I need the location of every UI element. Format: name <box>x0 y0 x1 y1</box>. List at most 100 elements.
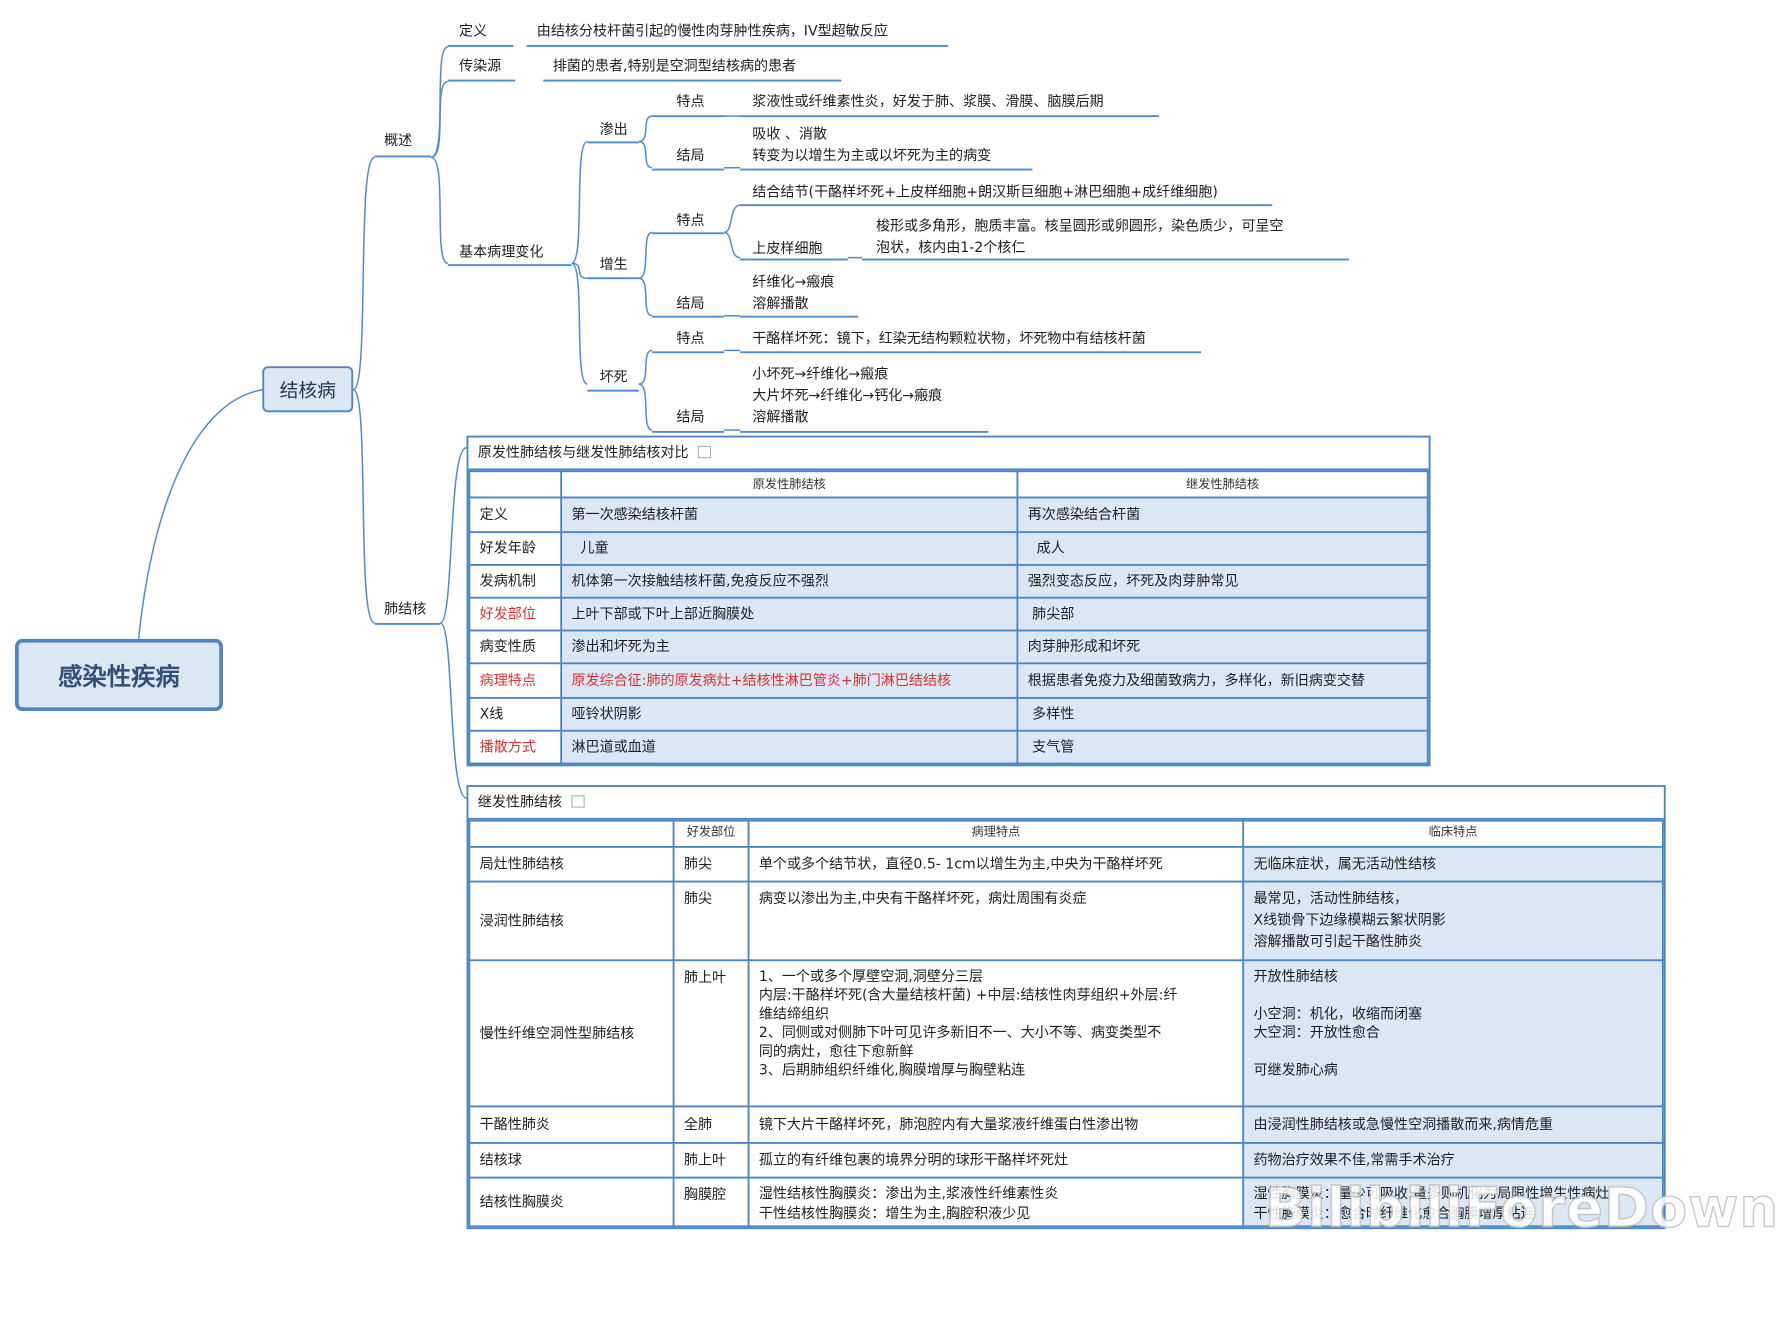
pathology-cell: 病变以渗出为主,中央有干酪样坏死，病灶周围有炎症 <box>747 880 1245 962</box>
lung-tb-underline <box>374 622 441 625</box>
proliferation-node[interactable]: 增生 <box>599 255 628 273</box>
watermark: BilibiliForeDown <box>1264 1175 1779 1240</box>
site-cell: 胸膜腔 <box>672 1176 750 1228</box>
proliferation-feature-text-underline <box>740 204 1273 207</box>
secondary-cell: 多样性 <box>1016 697 1429 732</box>
epithelioid-text: 梭形或多角形，胞质丰富。核呈圆形或卵圆形，染色质少，可呈空 泡状，核内由1-2个… <box>875 217 1284 256</box>
clinical-cell: 湿性胸膜炎：量少可吸收;量多则机化为局限性增生性病灶 干性胸膜炎：愈合时纤维化愈… <box>1242 1176 1664 1228</box>
table-row: 结核性胸膜炎胸膜腔湿性结核性胸膜炎：渗出为主,浆液性纤维素性炎 干性结核性胸膜炎… <box>468 1176 1664 1228</box>
source-label[interactable]: 传染源 <box>459 57 502 75</box>
necrosis-outcome-underline <box>652 430 725 433</box>
proliferation-outcome-underline <box>652 315 725 318</box>
proliferation-outcome-text-underline <box>740 315 859 318</box>
table-row: 好发部位上叶下部或下叶上部近胸膜处 肺尖部 <box>468 596 1429 632</box>
overview-underline <box>374 155 431 158</box>
proliferation-feature-underline <box>652 232 725 235</box>
necrosis-feature-text: 干酪样坏死：镜下，红染无结构颗粒状物，坏死物中有结核杆菌 <box>752 329 1146 347</box>
clinical-cell: 最常见，活动性肺结核， X线锁骨下边缘模糊云絮状阴影 溶解播散可引起干酪性肺炎 <box>1242 880 1664 962</box>
basic-changes-node[interactable]: 基本病理变化 <box>459 243 544 261</box>
pathology-cell: 单个或多个结节状，直径0.5- 1cm以增生为主,中央为干酪样坏死 <box>747 845 1245 883</box>
clinical-cell: 由浸润性肺结核或急慢性空洞播散而来,病情危重 <box>1242 1105 1664 1144</box>
definition-label[interactable]: 定义 <box>459 22 488 40</box>
source-text: 排菌的患者,特别是空洞型结核病的患者 <box>552 57 797 75</box>
comparison-table-title: 原发性肺结核与继发性肺结核对比 <box>477 444 689 461</box>
column-header <box>468 470 563 499</box>
table-toggle-icon[interactable] <box>571 795 585 808</box>
proliferation-underline <box>587 277 639 280</box>
row-label: 病变性质 <box>468 629 563 665</box>
source-text-underline <box>543 79 842 82</box>
connector-lines <box>137 46 862 799</box>
site-cell: 肺上叶 <box>672 1142 750 1179</box>
pathology-cell: 镜下大片干酪样坏死，肺泡腔内有大量浆液纤维蛋白性渗出物 <box>747 1105 1245 1144</box>
necrosis-outcome-label: 结局 <box>676 408 705 426</box>
definition-text-underline <box>526 44 949 47</box>
table-row: 定义第一次感染结核杆菌再次感染结合杆菌 <box>468 496 1429 534</box>
primary-cell: 哑铃状阴影 <box>560 697 1019 732</box>
exudation-outcome-text: 吸收 、消散 转变为以增生为主或以坏死为主的病变 <box>752 125 992 164</box>
exudation-feature-label: 特点 <box>676 92 705 110</box>
epithelioid-underline <box>740 258 848 261</box>
type-cell: 结核性胸膜炎 <box>468 1176 675 1228</box>
secondary-tb-table-grid: 好发部位病理特点临床特点局灶性肺结核肺尖单个或多个结节状，直径0.5- 1cm以… <box>468 819 1664 1228</box>
primary-cell: 第一次感染结核杆菌 <box>560 496 1019 534</box>
root-node[interactable]: 感染性疾病 <box>14 638 223 712</box>
type-cell: 干酪性肺炎 <box>468 1105 675 1144</box>
secondary-tb-table: 继发性肺结核 好发部位病理特点临床特点局灶性肺结核肺尖单个或多个结节状，直径0.… <box>466 785 1666 1230</box>
proliferation-outcome-label: 结局 <box>676 295 705 312</box>
necrosis-feature-text-underline <box>740 351 1202 354</box>
pathology-cell: 湿性结核性胸膜炎：渗出为主,浆液性纤维素性炎 干性结核性胸膜炎：增生为主,胸腔积… <box>747 1176 1245 1228</box>
epithelioid-text-underline <box>861 258 1350 261</box>
secondary-tb-table-title: 继发性肺结核 <box>477 793 563 811</box>
exudation-feature-text: 浆液性或纤维素性炎，好发于肺、浆膜、滑膜、脑膜后期 <box>752 92 1104 110</box>
necrosis-node[interactable]: 坏死 <box>599 368 628 386</box>
type-cell: 结核球 <box>468 1142 675 1179</box>
column-header <box>468 819 675 848</box>
exudation-outcome-label: 结局 <box>676 147 705 164</box>
topic-label: 结核病 <box>279 379 336 402</box>
site-cell: 全肺 <box>672 1105 750 1144</box>
clinical-cell: 无临床症状，属无活动性结核 <box>1242 845 1664 883</box>
topic-node[interactable]: 结核病 <box>262 366 354 413</box>
type-cell: 浸润性肺结核 <box>468 880 675 962</box>
pathology-cell: 1、一个或多个厚壁空洞,洞壁分三层 内层:干酪样坏死(含大量结核杆菌) +中层:… <box>747 959 1245 1108</box>
row-label: 定义 <box>468 496 563 534</box>
table-row: 浸润性肺结核肺尖病变以渗出为主,中央有干酪样坏死，病灶周围有炎症最常见，活动性肺… <box>468 880 1664 962</box>
site-cell: 肺上叶 <box>672 959 750 1108</box>
table-toggle-icon[interactable] <box>697 445 712 459</box>
clinical-cell: 药物治疗效果不佳,常需手术治疗 <box>1242 1142 1664 1179</box>
proliferation-feature-text: 结合结节(干酪样坏死+上皮样细胞+朗汉斯巨细胞+淋巴细胞+成纤维细胞) <box>752 183 1218 201</box>
exudation-feature-underline <box>652 115 725 118</box>
proliferation-feature-label: 特点 <box>676 211 705 229</box>
table-row: 结核球肺上叶孤立的有纤维包裹的境界分明的球形干酪样坏死灶药物治疗效果不佳,常需手… <box>468 1142 1664 1179</box>
site-cell: 肺尖 <box>672 880 750 962</box>
primary-cell: 上叶下部或下叶上部近胸膜处 <box>560 596 1019 632</box>
definition-underline <box>447 44 514 47</box>
secondary-cell: 根据患者免疫力及细菌致病力，多样化，新旧病变交替 <box>1016 662 1429 699</box>
table-row: 病变性质渗出和坏死为主肉芽肿形成和坏死 <box>468 629 1429 665</box>
site-cell: 肺尖 <box>672 845 750 883</box>
exudation-outcome-text-underline <box>740 168 1033 171</box>
secondary-tb-table-caption: 继发性肺结核 <box>468 787 1664 820</box>
column-header: 原发性肺结核 <box>560 470 1019 499</box>
exudation-feature-text-underline <box>740 115 1159 118</box>
comparison-table-caption: 原发性肺结核与继发性肺结核对比 <box>468 438 1429 471</box>
lung-tb-node[interactable]: 肺结核 <box>384 600 427 618</box>
epithelioid-label: 上皮样细胞 <box>752 239 823 257</box>
secondary-cell: 成人 <box>1016 531 1429 566</box>
row-label: 发病机制 <box>468 563 563 599</box>
necrosis-outcome-text: 小坏死→纤维化→瘢痕 大片坏死→纤维化→钙化→瘢痕 溶解播散 <box>752 365 943 426</box>
table-row: 干酪性肺炎全肺镜下大片干酪样坏死，肺泡腔内有大量浆液纤维蛋白性渗出物由浸润性肺结… <box>468 1105 1664 1144</box>
secondary-cell: 再次感染结合杆菌 <box>1016 496 1429 534</box>
table-row: 发病机制机体第一次接触结核杆菌,免疫反应不强烈强烈变态反应，坏死及肉芽肿常见 <box>468 563 1429 599</box>
exudation-node[interactable]: 渗出 <box>599 120 628 138</box>
table-row: 播散方式淋巴道或血道 支气管 <box>468 729 1429 765</box>
source-underline <box>447 79 516 82</box>
root-label: 感染性疾病 <box>58 663 180 692</box>
table-row: X线哑铃状阴影 多样性 <box>468 697 1429 732</box>
secondary-cell: 肺尖部 <box>1016 596 1429 632</box>
table-row: 病理特点原发综合征:肺的原发病灶+结核性淋巴管炎+肺门淋巴结结核根据患者免疫力及… <box>468 662 1429 699</box>
overview-node[interactable]: 概述 <box>384 132 413 149</box>
exudation-underline <box>587 141 639 144</box>
